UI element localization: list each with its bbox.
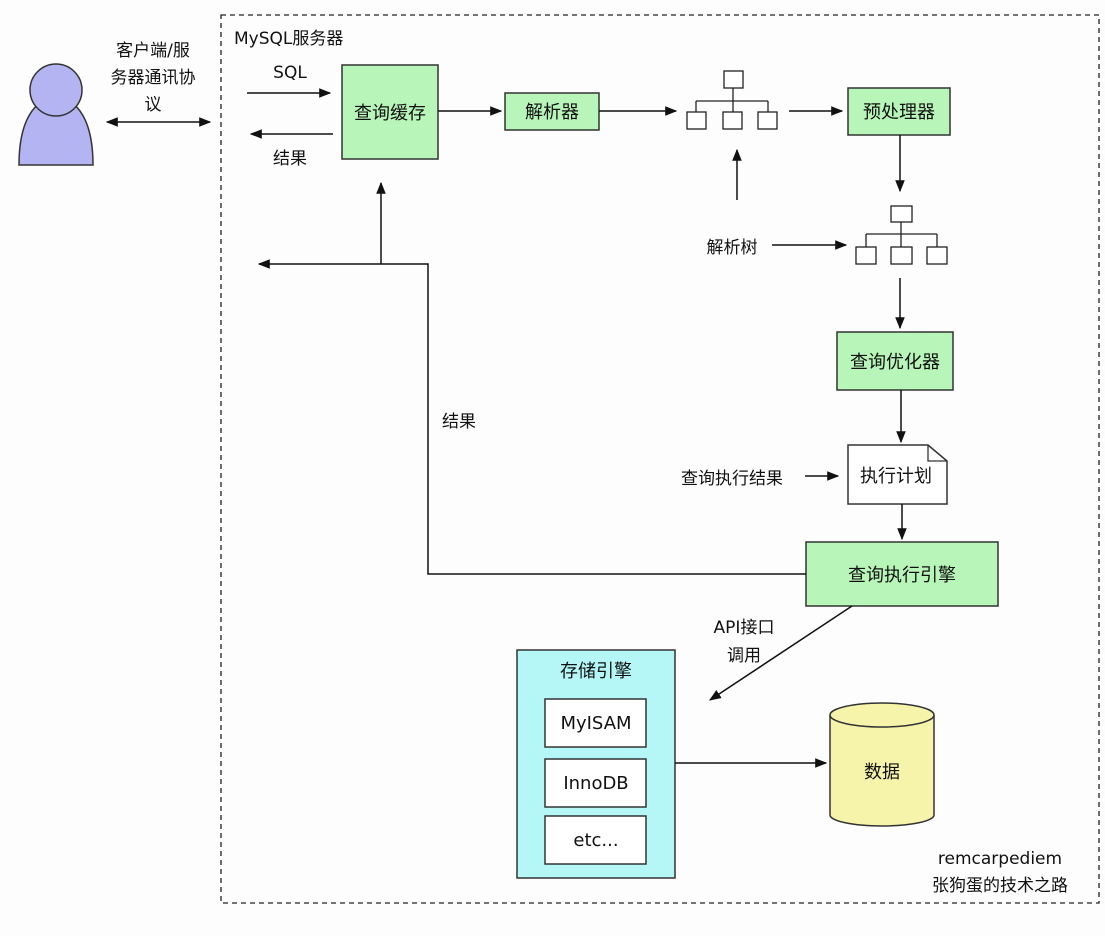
mysql-server-container xyxy=(220,14,1100,904)
parse-tree-icon-2 xyxy=(855,205,948,265)
parser-label: 解析器 xyxy=(525,102,579,123)
engine-innodb xyxy=(544,758,647,808)
parser-node: 解析器 xyxy=(504,92,600,131)
engine-myisam-label: MyISAM xyxy=(560,713,631,734)
engine-myisam xyxy=(544,698,647,748)
watermark-author: remcarpediem xyxy=(938,849,1062,869)
execution-plan-label: 执行计划 xyxy=(860,466,932,487)
watermark-blog: 张狗蛋的技术之路 xyxy=(932,876,1068,896)
engine-etc-label: etc... xyxy=(573,830,618,851)
query-cache-label: 查询缓存 xyxy=(354,103,426,124)
container-title: MySQL服务器 xyxy=(234,29,343,49)
client-protocol-label-3: 议 xyxy=(145,95,162,115)
parse-tree-icon-1 xyxy=(686,70,778,130)
optimizer-node: 查询优化器 xyxy=(836,331,954,391)
api-label-2: 调用 xyxy=(727,646,761,666)
data-label: 数据 xyxy=(864,762,900,783)
result-label-top: 结果 xyxy=(273,149,307,169)
result-label-left: 结果 xyxy=(442,412,476,432)
parse-tree-label: 解析树 xyxy=(707,238,758,258)
data-store-node: 数据 xyxy=(829,702,935,827)
engine-innodb-label: InnoDB xyxy=(563,773,628,794)
api-call-arrow xyxy=(708,605,853,701)
client-protocol-label-2: 务器通讯协 xyxy=(111,68,196,88)
engine-etc xyxy=(544,815,647,865)
storage-engine-node: 存储引擎 MyISAM InnoDB etc... xyxy=(516,649,676,879)
execution-engine-node: 查询执行引擎 xyxy=(805,541,999,607)
optimizer-label: 查询优化器 xyxy=(850,352,940,373)
exec-result-label: 查询执行结果 xyxy=(681,469,783,489)
preprocessor-label: 预处理器 xyxy=(863,102,935,123)
api-label-1: API接口 xyxy=(714,618,775,638)
preprocessor-node: 预处理器 xyxy=(847,87,951,136)
result-return-path xyxy=(257,259,806,575)
client-protocol-label-1: 客户端/服 xyxy=(116,41,190,61)
execution-plan-node: 执行计划 xyxy=(847,444,948,505)
execution-engine-label: 查询执行引擎 xyxy=(848,565,956,586)
sql-label: SQL xyxy=(273,63,307,83)
query-cache-node: 查询缓存 xyxy=(341,64,439,160)
storage-engine-label: 存储引擎 xyxy=(560,661,632,682)
user-icon xyxy=(18,63,94,166)
